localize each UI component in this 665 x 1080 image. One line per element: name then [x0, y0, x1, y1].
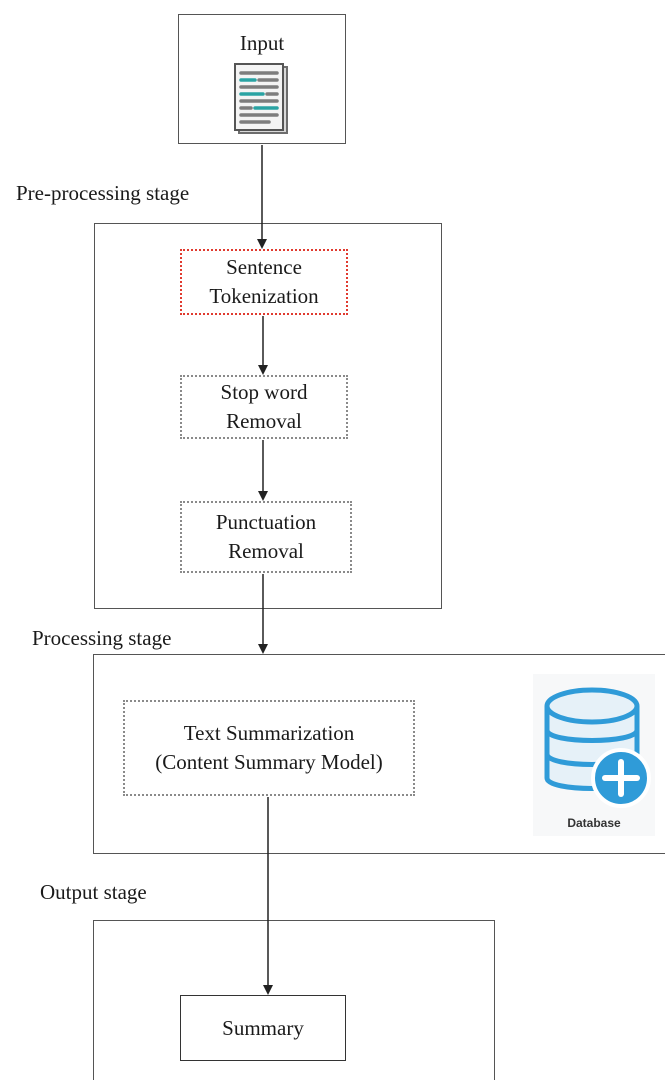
- sentence-tokenization-step: Sentence Tokenization: [180, 249, 348, 315]
- stage-label-output: Output stage: [40, 880, 147, 904]
- database-icon-group: Database: [533, 674, 655, 836]
- punctuation-line-1: Punctuation: [215, 510, 317, 534]
- punctuation-line-2: Removal: [228, 539, 304, 563]
- output-stage-box: [93, 920, 495, 1080]
- punctuation-removal-step: Punctuation Removal: [180, 501, 352, 573]
- tokenization-line-2: Tokenization: [209, 284, 319, 308]
- document-icon: [234, 63, 288, 134]
- summary-label: Summary: [222, 1015, 304, 1040]
- summarization-line-2: (Content Summary Model): [155, 750, 383, 774]
- stop-word-removal-step: Stop word Removal: [180, 375, 348, 439]
- stopword-line-2: Removal: [226, 409, 302, 433]
- preprocessing-stage-box: [94, 223, 442, 609]
- stage-label-processing: Processing stage: [32, 626, 172, 650]
- summarization-line-1: Text Summarization: [183, 721, 355, 745]
- processing-stage-box: [93, 654, 665, 854]
- stopword-line-1: Stop word: [220, 380, 308, 404]
- tokenization-line-1: Sentence: [226, 255, 302, 279]
- database-add-icon: [544, 687, 651, 808]
- stage-label-preprocessing: Pre-processing stage: [16, 181, 190, 205]
- database-label: Database: [567, 816, 621, 830]
- summary-box: Summary: [180, 995, 346, 1061]
- text-summarization-step: Text Summarization (Content Summary Mode…: [123, 700, 415, 796]
- input-label: Input: [239, 31, 285, 55]
- input-box: Input: [178, 14, 346, 144]
